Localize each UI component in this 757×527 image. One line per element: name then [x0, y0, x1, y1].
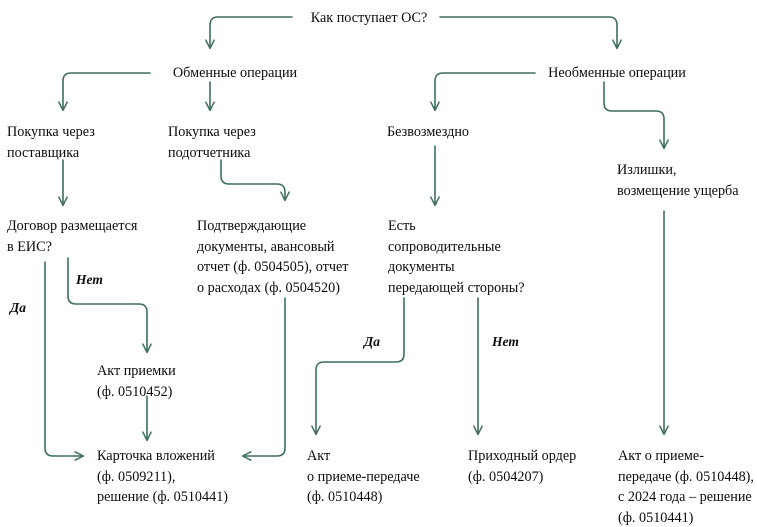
edge-nonexchange-to-surplus: [603, 81, 664, 148]
node-transfer-act: Акт о приеме-передаче (ф. 0510448): [307, 448, 420, 505]
node-acceptance-act: Акт приемки (ф. 0510452): [97, 363, 176, 400]
edge-accountable-to-supportingdocs: [220, 159, 285, 200]
node-contract-in-eis-question: Договор размещается в ЕИС?: [7, 218, 138, 255]
edge-exchange-to-supplier: [63, 72, 151, 110]
node-gratuitous: Безвозмездно: [387, 124, 470, 140]
edge-root-to-exchange: [210, 16, 293, 48]
edge-label-docs-no: Нет: [492, 334, 519, 349]
edge-label-eis-no: Нет: [76, 272, 103, 287]
edge-eis-yes: [44, 261, 83, 456]
node-receipt-order: Приходный ордер (ф. 0504207): [468, 448, 577, 485]
node-surplus-damage-compensation: Излишки, возмещение ущерба: [617, 162, 739, 199]
node-root: Как поступает ОС?: [310, 10, 428, 26]
edge-accompanyingdocs-yes: [316, 297, 405, 434]
node-attachment-card: Карточка вложений (ф. 0509211), решение …: [97, 448, 229, 505]
edge-label-docs-yes: Да: [364, 334, 380, 349]
edge-root-to-nonexchange: [439, 16, 617, 48]
node-non-exchange-operations: Необменные операции: [548, 65, 686, 81]
node-supporting-documents: Подтверждающие документы, авансовый отче…: [197, 218, 349, 296]
node-transfer-act-decision: Акт о приеме- передаче (ф. 0510448), с 2…: [618, 448, 754, 526]
node-purchase-via-accountable-person: Покупка через подотчетника: [168, 124, 256, 161]
edge-nonexchange-to-gratuitous: [435, 72, 536, 110]
node-accompanying-documents-question: Есть сопроводительные документы передающ…: [388, 218, 525, 296]
node-exchange-operations: Обменные операции: [172, 65, 298, 81]
edge-label-eis-yes: Да: [10, 300, 26, 315]
node-purchase-via-supplier: Покупка через поставщика: [7, 124, 95, 161]
